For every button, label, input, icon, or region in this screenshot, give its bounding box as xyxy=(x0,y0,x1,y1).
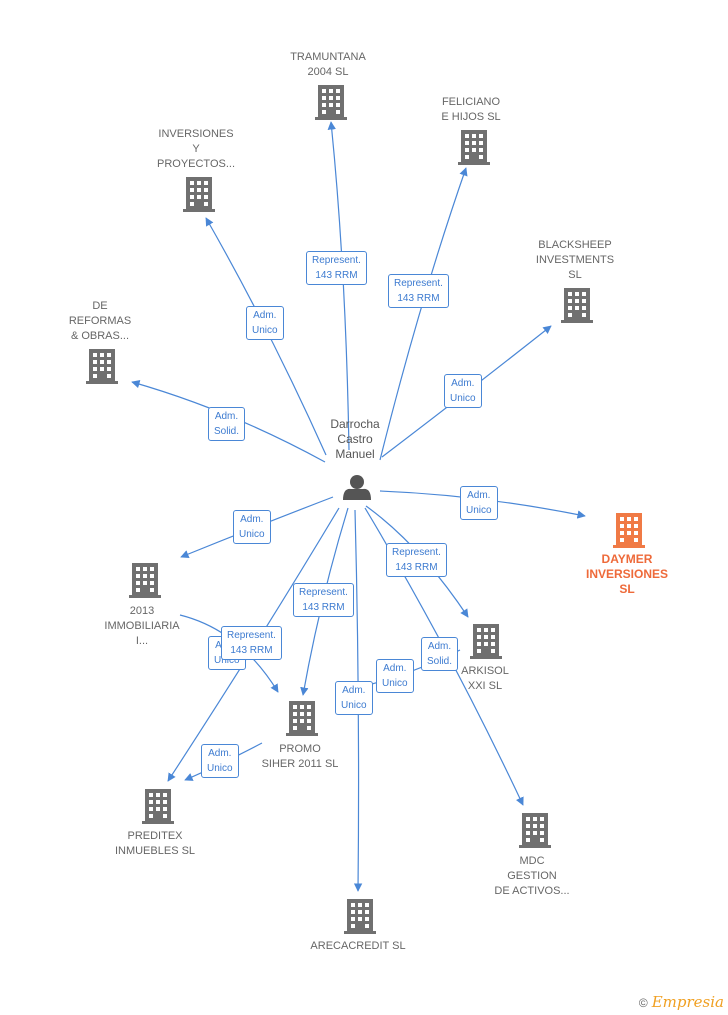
relation-label[interactable]: Represent. 143 RRM xyxy=(293,583,354,617)
building-icon[interactable] xyxy=(470,624,502,659)
relation-label[interactable]: Adm. Unico xyxy=(444,374,482,408)
relation-label[interactable]: Represent. 143 RRM xyxy=(306,251,367,285)
company-label-preditex[interactable]: PREDITEX INMUEBLES SL xyxy=(114,830,196,857)
building-icon[interactable] xyxy=(344,899,376,934)
person-icon[interactable] xyxy=(343,475,371,500)
building-icon[interactable] xyxy=(315,85,347,120)
nodes xyxy=(86,85,645,934)
building-icon[interactable] xyxy=(561,288,593,323)
relation-label[interactable]: Adm. Unico xyxy=(201,744,239,778)
company-label-arecacredit[interactable]: ARECACREDIT SL xyxy=(310,940,406,952)
company-label-daymer[interactable]: DAYMER INVERSIONES SL xyxy=(585,552,669,596)
building-icon[interactable] xyxy=(86,349,118,384)
relation-label[interactable]: Represent. 143 RRM xyxy=(221,626,282,660)
relation-label[interactable]: Adm. Unico xyxy=(246,306,284,340)
building-icon[interactable] xyxy=(142,789,174,824)
company-label-blacksheep[interactable]: BLACKSHEEP INVESTMENTS SL xyxy=(535,239,615,281)
building-icon[interactable] xyxy=(183,177,215,212)
footer-brand[interactable]: ©Empresia xyxy=(639,993,724,1011)
company-label-mdc[interactable]: MDC GESTION DE ACTIVOS... xyxy=(494,855,570,897)
edges xyxy=(131,121,586,892)
edge-line xyxy=(379,167,468,461)
company-label-inversiones-proyectos[interactable]: INVERSIONES Y PROYECTOS... xyxy=(156,128,236,170)
relation-label[interactable]: Adm. Solid. xyxy=(208,407,246,441)
company-label-feliciano[interactable]: FELICIANO E HIJOS SL xyxy=(441,96,501,123)
relation-label[interactable]: Adm. Solid. xyxy=(421,637,459,671)
company-label-immobiliaria[interactable]: 2013 IMMOBILIARIA I... xyxy=(104,605,180,647)
relation-label[interactable]: Adm. Unico xyxy=(335,681,373,715)
relation-label[interactable]: Adm. Unico xyxy=(233,510,271,544)
building-icon[interactable] xyxy=(613,513,645,548)
company-label-tramuntana[interactable]: TRAMUNTANA 2004 SL xyxy=(290,51,366,78)
company-label-de-reformas[interactable]: DE REFORMAS & OBRAS... xyxy=(68,300,132,342)
edge-line xyxy=(327,121,350,451)
relation-label[interactable]: Represent. 143 RRM xyxy=(386,543,447,577)
copyright-symbol: © xyxy=(638,996,648,1010)
relation-label[interactable]: Adm. Unico xyxy=(376,659,414,693)
company-label-promo-siher[interactable]: PROMO SIHER 2011 SL xyxy=(261,743,339,770)
company-label-arkisol[interactable]: ARKISOL XXI SL xyxy=(461,665,509,692)
brand-logo: Empresia xyxy=(651,993,724,1011)
relation-label[interactable]: Represent. 143 RRM xyxy=(388,274,449,308)
building-icon[interactable] xyxy=(286,701,318,736)
building-icon[interactable] xyxy=(458,130,490,165)
building-icon[interactable] xyxy=(129,563,161,598)
relation-label[interactable]: Adm. Unico xyxy=(460,486,498,520)
building-icon[interactable] xyxy=(519,813,551,848)
center-person-name[interactable]: Darrocha Castro Manuel xyxy=(330,417,380,461)
